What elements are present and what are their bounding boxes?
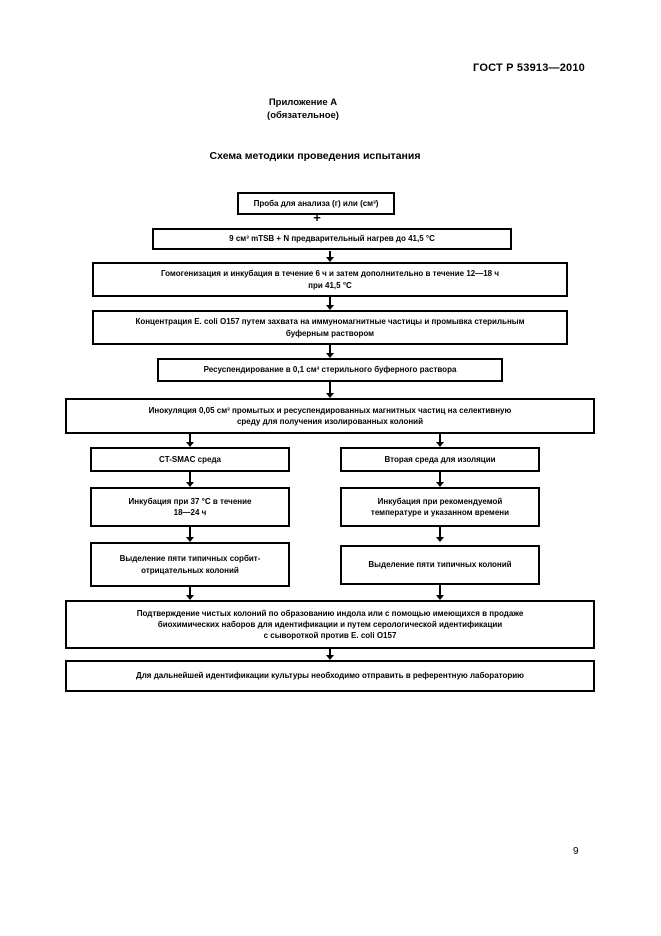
arrow-down-icon: [435, 585, 445, 600]
arrow-down-icon: [185, 434, 195, 447]
flow-box-select-sorbitol-negative: Выделение пяти типичных сорбит- отрицате…: [90, 542, 290, 587]
arrow-down-icon: [325, 251, 335, 262]
plus-operator: +: [313, 210, 321, 225]
flow-box-second-medium: Вторая среда для изоляции: [340, 447, 540, 472]
arrow-down-icon: [185, 587, 195, 600]
flow-box-ctsmac-medium: CT-SMAC среда: [90, 447, 290, 472]
flow-box-inoculation: Инокуляция 0,05 см³ промытых и ресуспенд…: [65, 398, 595, 434]
flow-box-homogenization-incubation: Гомогенизация и инкубация в течение 6 ч …: [92, 262, 568, 297]
flow-box-select-typical: Выделение пяти типичных колоний: [340, 545, 540, 585]
arrow-down-icon: [435, 472, 445, 487]
flow-box-enrichment-broth: 9 см³ mTSB + N предварительный нагрев до…: [152, 228, 512, 250]
flow-box-resuspension: Ресуспендирование в 0,1 см³ стерильного …: [157, 358, 503, 382]
flow-box-confirmation: Подтверждение чистых колоний по образова…: [65, 600, 595, 649]
flow-box-sample: Проба для анализа (г) или (см³): [237, 192, 395, 215]
arrow-down-icon: [185, 472, 195, 487]
arrow-down-icon: [185, 527, 195, 542]
flow-box-concentration-ims: Концентрация E. coli O157 путем захвата …: [92, 310, 568, 345]
document-number: ГОСТ Р 53913—2010: [473, 62, 585, 74]
flow-box-incubation-recommended: Инкубация при рекомендуемой температуре …: [340, 487, 540, 527]
scheme-title: Схема методики проведения испытания: [209, 150, 421, 162]
arrow-down-icon: [435, 434, 445, 447]
arrow-down-icon: [325, 297, 335, 310]
arrow-down-icon: [325, 345, 335, 358]
arrow-down-icon: [435, 527, 445, 542]
appendix-kind: (обязательное): [267, 110, 339, 121]
flow-box-incubation-37c: Инкубация при 37 °С в течение 18—24 ч: [90, 487, 290, 527]
appendix-heading: Приложение А (обязательное): [0, 96, 606, 122]
flow-box-reference-lab: Для дальнейшей идентификации культуры не…: [65, 660, 595, 692]
arrow-down-icon: [325, 649, 335, 660]
appendix-label: Приложение А: [268, 97, 338, 108]
page-number: 9: [573, 846, 579, 857]
arrow-down-icon: [325, 382, 335, 398]
